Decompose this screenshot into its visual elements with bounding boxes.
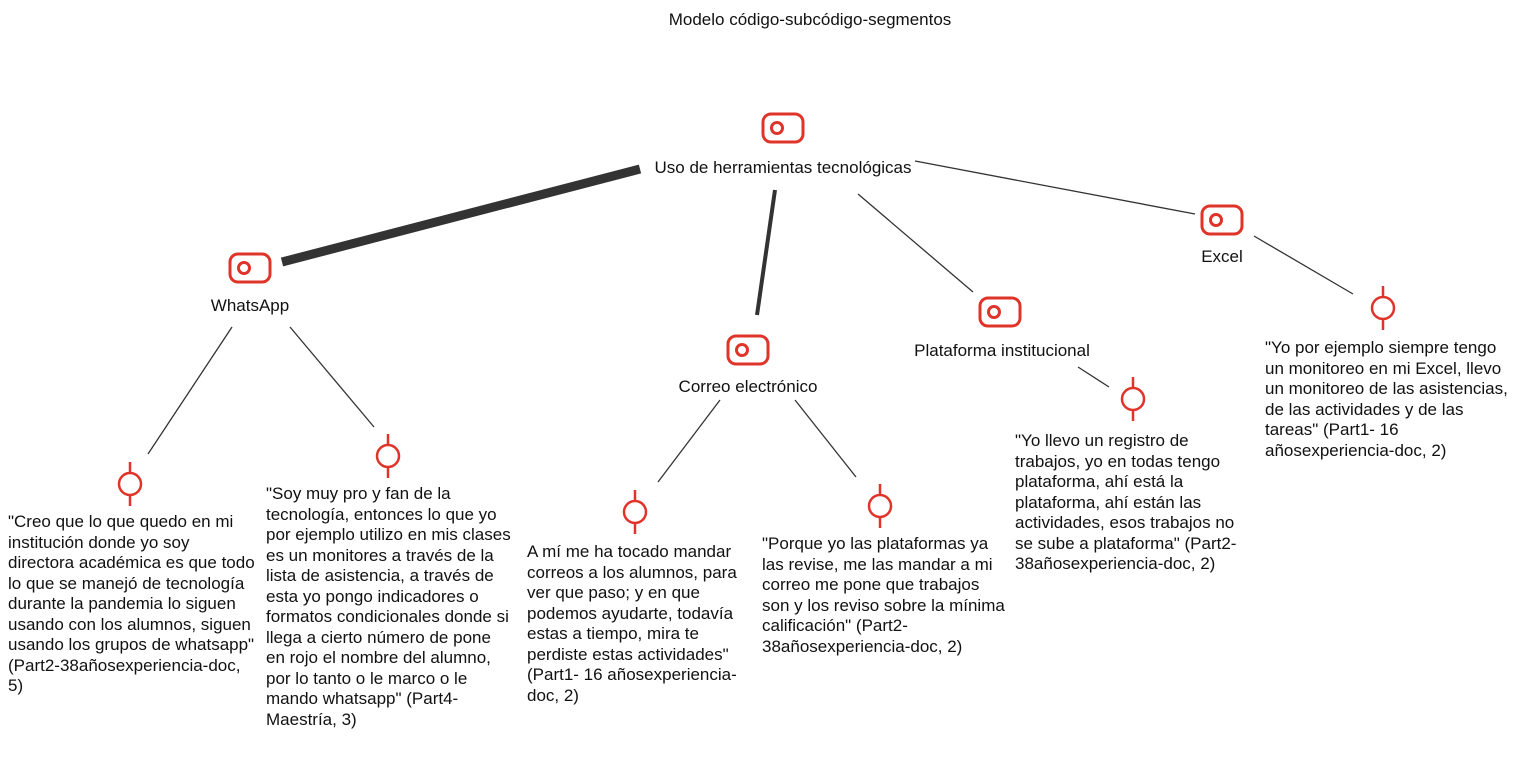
- segment-text-s2: "Soy muy pro y fan de la tecnología, ent…: [266, 484, 511, 729]
- segment-text-s6: "Yo por ejemplo siempre tengo un monitor…: [1265, 338, 1508, 460]
- segment-icon-s4: [867, 484, 893, 528]
- edge-root-whatsapp: [280, 164, 642, 267]
- code-icon-excel: [1200, 204, 1244, 236]
- edge-correo-s4: [794, 399, 857, 478]
- edge-excel-s6: [1253, 235, 1354, 295]
- code-label-excel: Excel: [1201, 247, 1243, 266]
- segment-text-s3: A mí me ha tocado mandar correos a los a…: [527, 542, 737, 705]
- code-icon-root: [761, 112, 805, 144]
- code-icon-correo: [726, 334, 770, 366]
- segment-icon-s2: [375, 434, 401, 478]
- code-icon-plataforma: [978, 296, 1022, 328]
- edge-root-correo: [755, 189, 777, 316]
- segment-icon-s1: [117, 462, 143, 506]
- code-icon-whatsapp: [228, 252, 272, 284]
- segment-icon-s6: [1370, 286, 1396, 330]
- edge-plataforma-s5: [1077, 366, 1110, 388]
- code-label-plataforma: Plataforma institucional: [914, 341, 1090, 360]
- edge-correo-s3: [657, 399, 721, 483]
- code-label-correo: Correo electrónico: [678, 377, 818, 396]
- segment-text-s5: "Yo llevo un registro de trabajos, yo en…: [1015, 431, 1237, 573]
- code-label-whatsapp: WhatsApp: [210, 296, 290, 315]
- edge-root-excel: [914, 160, 1196, 215]
- edge-root-plataforma: [857, 193, 974, 293]
- root-code-label: Uso de herramientas tecnológicas: [654, 158, 912, 177]
- edge-whatsapp-s2: [289, 326, 375, 428]
- segment-icon-s3: [622, 490, 648, 534]
- segment-text-s4: "Porque yo las plataformas ya las revise…: [762, 534, 1005, 656]
- segment-text-s1: "Creo que lo que quedo en mi institución…: [8, 512, 255, 695]
- edge-whatsapp-s1: [147, 326, 233, 455]
- diagram-title: Modelo código-subcódigo-segmentos: [668, 10, 952, 29]
- segment-icon-s5: [1120, 377, 1146, 421]
